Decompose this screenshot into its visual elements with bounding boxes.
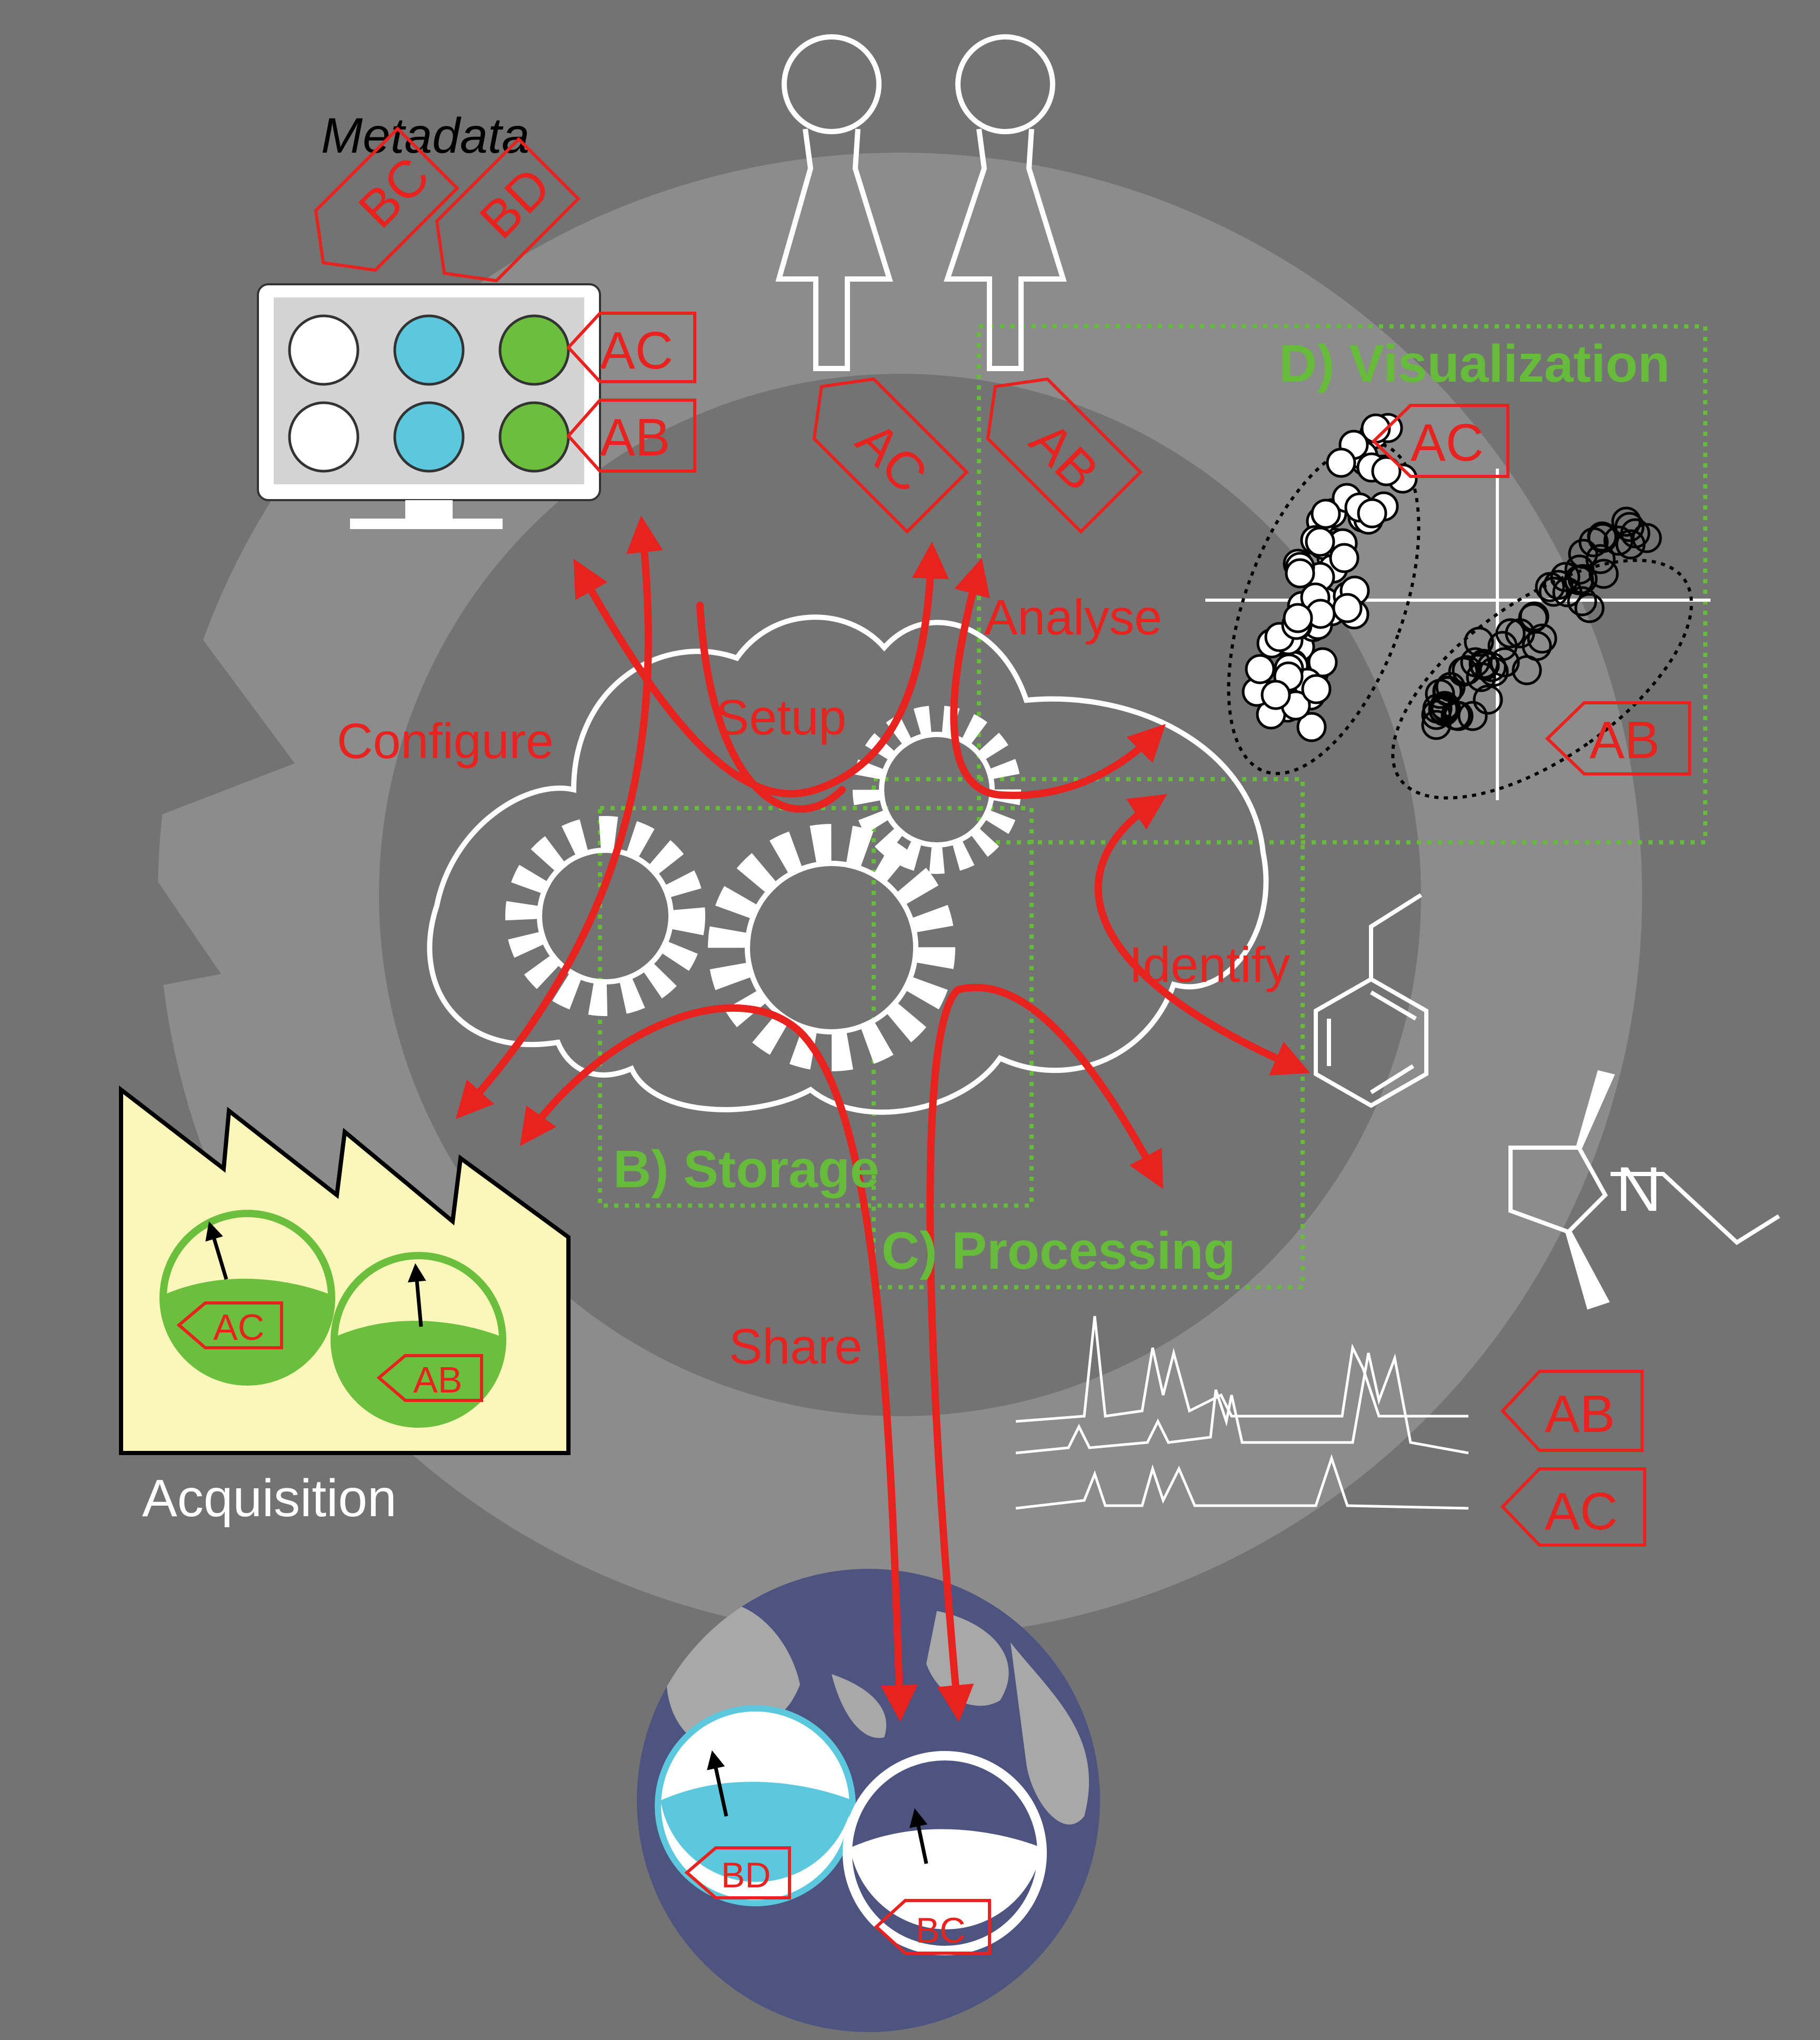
scatter-point <box>1469 650 1500 681</box>
gear-icon <box>708 824 955 1071</box>
molecule-icon <box>1314 893 1428 1108</box>
tag-icon: AC <box>812 377 969 534</box>
person-icon <box>944 34 1067 371</box>
scatter-point <box>1452 655 1482 685</box>
scatter-point <box>1466 662 1496 692</box>
scatter-point <box>1305 526 1335 557</box>
svg-text:AB: AB <box>1019 411 1111 502</box>
gauge-icon <box>843 1751 1047 1955</box>
svg-text:AC: AC <box>1411 413 1484 472</box>
spectrum-icon <box>1015 1316 1469 1510</box>
molecule-icon: N <box>1508 1070 1781 1310</box>
tag-icon: AB <box>566 399 696 473</box>
scatter-point <box>1632 523 1662 553</box>
scatter-point <box>1588 559 1619 589</box>
gear-icon <box>505 816 705 1016</box>
scatter-point <box>1489 647 1520 678</box>
scatter-point <box>1538 576 1569 607</box>
scatter-point <box>1329 543 1359 573</box>
scatter-point <box>1283 603 1313 633</box>
scatter-point <box>1431 692 1461 723</box>
tag-icon: AC <box>1371 404 1509 478</box>
storage-label: B) Storage <box>613 1140 879 1199</box>
identify-label: Identify <box>1129 937 1291 993</box>
scatter-plot-icon <box>1205 413 1711 800</box>
scatter-point <box>1433 675 1463 706</box>
scatter-point <box>1301 674 1332 704</box>
svg-text:AC: AC <box>600 321 673 380</box>
svg-text:AC: AC <box>1545 1482 1618 1541</box>
globe-icon: BD BC <box>637 1569 1100 2032</box>
person-icon <box>775 34 893 371</box>
gauge-icon <box>331 1252 506 1428</box>
svg-text:BC: BC <box>916 1910 965 1951</box>
svg-text:AC: AC <box>845 411 938 504</box>
scatter-point <box>1435 672 1466 702</box>
analyse-label: Analyse <box>984 590 1162 645</box>
gauge-icon <box>159 1210 335 1386</box>
gear-icon <box>853 705 1021 874</box>
factory-icon: AC AB <box>119 1085 571 1455</box>
tag-icon: AB <box>376 1354 483 1402</box>
scatter-point <box>1487 631 1518 661</box>
tag-icon: AB <box>1545 701 1691 775</box>
scatter-point <box>1285 558 1315 589</box>
scatter-point <box>1473 684 1503 715</box>
scatter-point <box>1587 523 1618 553</box>
scatter-point <box>1457 701 1488 731</box>
tag-icon: BC <box>874 1899 991 1955</box>
scatter-point <box>1611 506 1642 537</box>
scatter-point <box>1332 593 1363 623</box>
acquisition-label: Acquisition <box>142 1469 397 1528</box>
scatter-point <box>1512 655 1542 685</box>
arrows <box>455 515 1311 1722</box>
svg-text:AB: AB <box>1589 711 1659 770</box>
scatter-point <box>1567 586 1597 616</box>
tag-icon: AB <box>1500 1370 1644 1452</box>
svg-text:BD: BD <box>721 1855 771 1895</box>
processing-label: C) Processing <box>882 1221 1235 1280</box>
svg-text:N: N <box>1616 1154 1662 1225</box>
svg-text:AB: AB <box>600 408 670 467</box>
setup-label: Setup <box>716 690 846 745</box>
scatter-point <box>1519 601 1549 632</box>
scatter-point <box>1464 626 1494 657</box>
scatter-point <box>1357 498 1387 529</box>
scatter-point <box>1614 512 1645 542</box>
tag-icon: AC <box>176 1301 283 1349</box>
tag-icon: AC <box>1500 1467 1646 1547</box>
scatter-point <box>1261 680 1291 710</box>
scatter-point <box>1527 623 1557 654</box>
scatter-point <box>1326 447 1356 478</box>
scatter-point <box>1371 456 1402 486</box>
scatter-point <box>1421 710 1452 740</box>
scatter-point <box>1296 712 1327 742</box>
tag-icon: AC <box>566 312 696 383</box>
svg-text:AB: AB <box>413 1359 462 1400</box>
cloud-icon <box>427 614 1269 1115</box>
scatter-point <box>1543 570 1574 600</box>
scatter-point <box>1574 593 1605 623</box>
scatter-point <box>1552 577 1583 608</box>
configure-label: Configure <box>337 713 554 769</box>
scatter-point <box>1311 499 1341 529</box>
tag-icon: BD <box>684 1846 791 1899</box>
svg-text:AC: AC <box>213 1307 264 1348</box>
visualization-label: D) Visualization <box>1279 334 1670 393</box>
share-label: Share <box>729 1319 863 1375</box>
svg-text:AB: AB <box>1545 1385 1615 1444</box>
monitor-icon <box>257 283 601 529</box>
gauge-icon <box>288 314 570 473</box>
scatter-point <box>1564 554 1595 585</box>
scatter-point <box>1245 654 1275 684</box>
